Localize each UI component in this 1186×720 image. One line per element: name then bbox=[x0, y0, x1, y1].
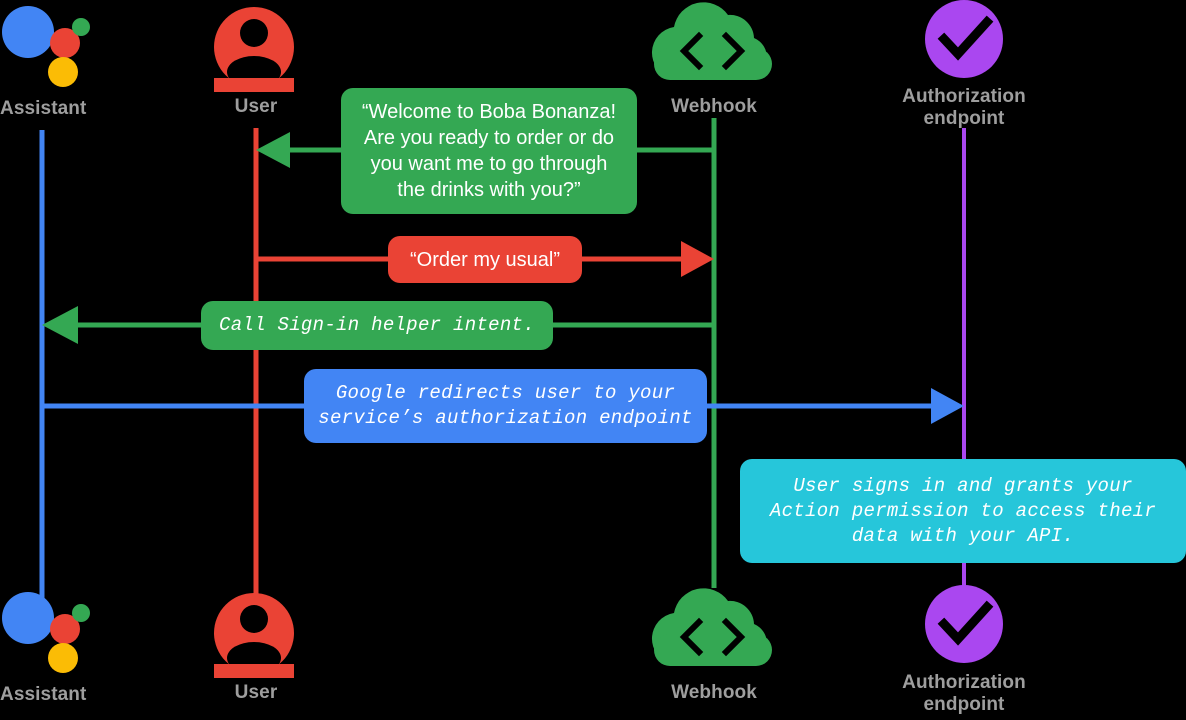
message-bubble-call-sign-in-helper: Call Sign-in helper intent. bbox=[201, 301, 553, 350]
message-text-welcome: “Welcome to Boba Bonanza! Are you ready … bbox=[361, 101, 617, 201]
message-bubble-google-redirects: Google redirects user to your service’s … bbox=[304, 369, 707, 443]
cloud-code-icon bbox=[651, 2, 772, 80]
actor-label-assistant-bottom: Assistant bbox=[0, 684, 87, 705]
user-avatar-icon bbox=[214, 7, 294, 92]
message-text-call-sign-in-helper: Call Sign-in helper intent. bbox=[219, 314, 535, 336]
actor-label-auth-bottom: Authorization endpoint bbox=[902, 672, 1026, 715]
actor-label-webhook-top: Webhook bbox=[671, 96, 757, 117]
purple-check-circle-icon-bottom bbox=[925, 585, 1003, 663]
actor-label-assistant-top: Assistant bbox=[0, 98, 87, 119]
actor-label-auth-top: Authorization endpoint bbox=[902, 86, 1026, 129]
actor-label-user-bottom: User bbox=[234, 682, 278, 703]
actor-label-user-top: User bbox=[234, 96, 278, 117]
google-assistant-icon-bottom bbox=[2, 592, 90, 673]
purple-check-circle-icon bbox=[925, 0, 1003, 78]
message-text-user-signs-in: User signs in and grants your Action per… bbox=[769, 474, 1157, 547]
message-text-google-redirects: Google redirects user to your service’s … bbox=[318, 382, 693, 429]
message-text-order-my-usual: “Order my usual” bbox=[409, 248, 561, 271]
message-bubble-order-my-usual: “Order my usual” bbox=[388, 236, 582, 283]
actor-label-webhook-bottom: Webhook bbox=[671, 682, 757, 703]
google-assistant-icon bbox=[2, 6, 90, 87]
cloud-code-icon-bottom bbox=[651, 588, 772, 666]
user-avatar-icon-bottom bbox=[214, 593, 294, 678]
message-bubble-welcome: “Welcome to Boba Bonanza! Are you ready … bbox=[341, 88, 637, 214]
message-bubble-user-signs-in: User signs in and grants your Action per… bbox=[740, 459, 1186, 563]
